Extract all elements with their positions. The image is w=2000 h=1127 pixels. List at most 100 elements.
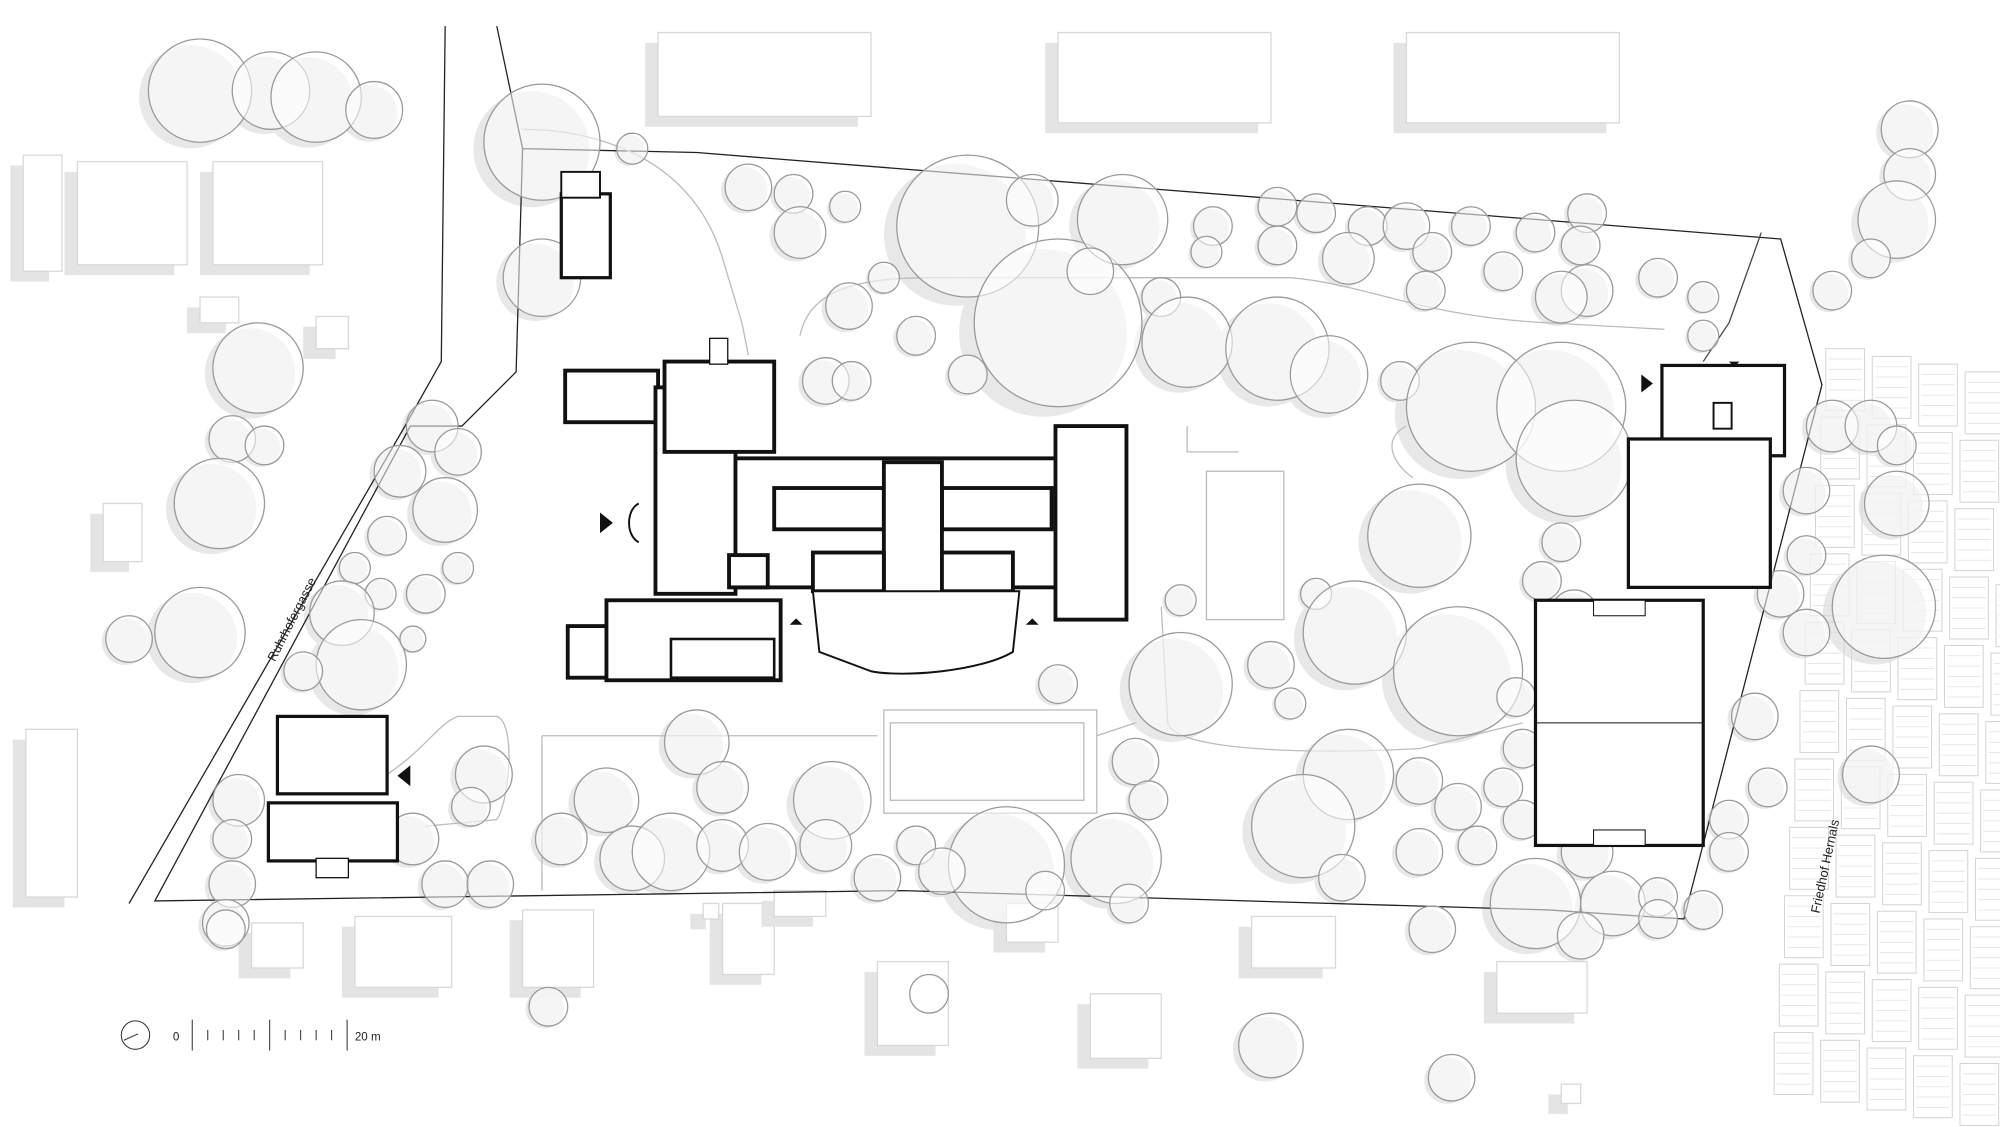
tree bbox=[1812, 270, 1853, 311]
neighbouring-building bbox=[354, 915, 453, 989]
grave-plot-block bbox=[1871, 979, 1912, 1043]
tree bbox=[1782, 466, 1831, 515]
tree bbox=[367, 515, 408, 556]
room bbox=[810, 550, 886, 594]
grave-plot-block bbox=[1959, 1062, 2000, 1126]
grave-block bbox=[1830, 902, 1871, 966]
grave-plot-block bbox=[1882, 842, 1922, 906]
grave-block bbox=[1892, 705, 1933, 769]
tree bbox=[1709, 831, 1750, 872]
tree bbox=[1302, 580, 1408, 685]
tree bbox=[696, 760, 750, 814]
tree bbox=[1730, 692, 1779, 741]
classroom bbox=[772, 486, 886, 532]
tree bbox=[1782, 608, 1831, 657]
tree bbox=[1395, 757, 1444, 805]
tree bbox=[1841, 745, 1900, 804]
tree bbox=[1427, 1053, 1476, 1102]
neighbouring-building bbox=[773, 889, 827, 918]
tree bbox=[154, 586, 246, 679]
grave-block bbox=[1789, 826, 1829, 890]
grave-plot-block bbox=[1773, 1032, 1814, 1095]
tree bbox=[1687, 280, 1720, 314]
grave-plot-block bbox=[1825, 971, 1866, 1035]
entrance-triangle-icon bbox=[789, 618, 803, 625]
entrance-markers bbox=[397, 361, 1740, 787]
goal-area bbox=[1593, 829, 1646, 846]
grave-block bbox=[1871, 979, 1912, 1043]
grave-plot-block bbox=[1778, 963, 1819, 1027]
grave-block bbox=[1773, 1032, 1814, 1095]
wing-northwest bbox=[563, 368, 660, 425]
cross-bar bbox=[881, 460, 944, 607]
tree bbox=[1687, 319, 1720, 352]
grave-plot-block bbox=[1887, 773, 1927, 837]
tree bbox=[1541, 522, 1582, 563]
neighbouring-building bbox=[1496, 960, 1588, 1014]
grave-plot-block bbox=[1794, 758, 1835, 822]
tree bbox=[1111, 737, 1160, 786]
gatehouse-annex bbox=[560, 170, 601, 199]
tree bbox=[1367, 483, 1472, 589]
grave-plot-block bbox=[1949, 576, 1989, 640]
grave-plot-block bbox=[1799, 690, 1840, 754]
road-edge-west bbox=[128, 26, 446, 904]
grave-block bbox=[1794, 758, 1835, 822]
grave-block bbox=[1923, 918, 1964, 982]
villa-north bbox=[275, 714, 389, 796]
tree bbox=[1238, 1012, 1304, 1079]
grave-plot-block bbox=[1980, 789, 2000, 853]
classroom bbox=[940, 486, 1054, 532]
tree bbox=[1066, 247, 1115, 296]
grave-plot-block bbox=[1928, 850, 1969, 914]
grave-plot-block bbox=[1959, 439, 2000, 503]
grave-block bbox=[1954, 508, 1995, 572]
tree bbox=[1164, 584, 1197, 617]
tree bbox=[1863, 470, 1930, 537]
tree bbox=[799, 818, 853, 872]
grave-block bbox=[1913, 1055, 1953, 1119]
grave-plot-block bbox=[1820, 1039, 1860, 1103]
grave-plot-block bbox=[1784, 895, 1824, 959]
grave-block bbox=[1933, 781, 1974, 845]
tree bbox=[1395, 828, 1444, 876]
building-shadow bbox=[690, 913, 706, 930]
grave-plot-block bbox=[1954, 508, 1995, 572]
tree bbox=[244, 425, 285, 466]
north-block bbox=[662, 359, 777, 454]
entrance-triangle-icon bbox=[397, 765, 411, 787]
trees-layer bbox=[105, 38, 1939, 1102]
grave-plot-block bbox=[1835, 834, 1876, 898]
tree bbox=[1392, 606, 1524, 737]
tree bbox=[1534, 270, 1588, 324]
tree bbox=[105, 615, 153, 663]
grave-plot-block bbox=[1995, 584, 2000, 648]
neighbouring-building bbox=[25, 728, 79, 898]
tree bbox=[399, 625, 427, 653]
grave-plot-block bbox=[1918, 986, 1958, 1050]
grave-plot-block bbox=[1789, 826, 1829, 890]
grave-block bbox=[1814, 484, 1855, 548]
grave-plot-block bbox=[1933, 781, 1974, 845]
hall-stair bbox=[1712, 401, 1733, 430]
grave-plot-block bbox=[1944, 644, 1984, 708]
grave-plot-block bbox=[1990, 652, 2000, 716]
tree bbox=[738, 822, 797, 881]
entrance-porch bbox=[628, 502, 640, 544]
tree bbox=[212, 818, 253, 859]
tree bbox=[1141, 296, 1233, 389]
grave-block bbox=[1784, 895, 1824, 959]
scale-end-label: 20 m bbox=[355, 1030, 381, 1043]
tree bbox=[466, 860, 515, 909]
tree bbox=[315, 618, 408, 711]
room bbox=[727, 553, 770, 590]
tree bbox=[1408, 905, 1457, 954]
grave-plot-block bbox=[1938, 713, 1979, 777]
tree bbox=[663, 709, 730, 776]
grave-plot-block bbox=[1814, 484, 1855, 548]
villa-stair bbox=[315, 857, 350, 879]
tree bbox=[1831, 554, 1937, 659]
grave-block bbox=[1820, 1039, 1860, 1103]
tree bbox=[1556, 911, 1605, 960]
tree bbox=[421, 860, 470, 909]
